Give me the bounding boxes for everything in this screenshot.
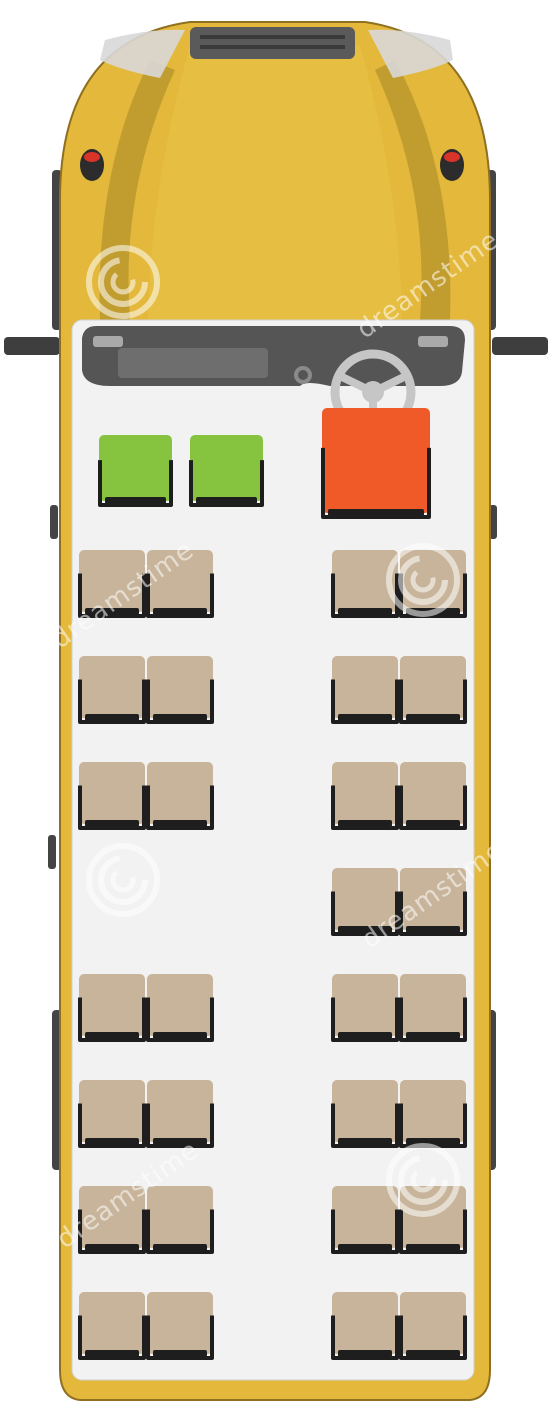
front-passenger-seats: [98, 435, 264, 507]
passenger-seat: [331, 762, 399, 830]
passenger-seat: [78, 1080, 146, 1148]
hood-shading-right: [375, 60, 451, 320]
watermark-layer: [86, 245, 460, 1217]
passenger-seat: [78, 656, 146, 724]
watermark-spiral-icon: [86, 245, 160, 319]
passenger-seat: [78, 762, 146, 830]
left-double-seat: [78, 1292, 214, 1360]
passenger-seat: [146, 762, 214, 830]
right-double-seat: [331, 868, 467, 936]
front-left-light: [100, 29, 185, 78]
left-double-seat: [78, 1186, 214, 1254]
left-door-handle-2: [48, 835, 56, 869]
right-double-seat: [331, 762, 467, 830]
front-vent: [190, 27, 355, 59]
front-vent-slot-2: [200, 45, 345, 49]
driver-seat-cushion: [321, 408, 431, 519]
passenger-seat: [146, 550, 214, 618]
passenger-seat: [399, 1292, 467, 1360]
left-double-seat: [78, 762, 214, 830]
passenger-seat: [146, 1292, 214, 1360]
passenger-seat: [331, 1186, 399, 1254]
passenger-seat: [331, 868, 399, 936]
right-mirror: [492, 337, 548, 355]
hood-shading-left: [99, 60, 175, 320]
passenger-seat: [146, 1080, 214, 1148]
front-vent-slot-1: [200, 35, 345, 39]
left-double-seat: [78, 1080, 214, 1148]
front-right-light: [368, 29, 453, 78]
passenger-seat: [331, 1080, 399, 1148]
passenger-seat: [146, 656, 214, 724]
passenger-seat: [331, 1292, 399, 1360]
dash-panel-left: [93, 336, 123, 347]
passenger-seat: [146, 1186, 214, 1254]
passenger-seat: [331, 656, 399, 724]
passenger-seat: [146, 974, 214, 1042]
dash-panel-right: [418, 336, 448, 347]
passenger-seat: [78, 974, 146, 1042]
left-double-seat: [78, 550, 214, 618]
passenger-seat: [399, 974, 467, 1042]
left-door-handle-1: [50, 505, 58, 539]
passenger-seat: [78, 550, 146, 618]
passenger-seat: [331, 974, 399, 1042]
steering-wheel-icon: [330, 349, 416, 435]
passenger-seat: [399, 868, 467, 936]
passenger-seat: [331, 550, 399, 618]
left-double-seat: [78, 656, 214, 724]
front-seat: [98, 435, 173, 507]
watermark-spiral-icon: [86, 843, 160, 917]
passenger-seat: [399, 1080, 467, 1148]
left-double-seat: [78, 974, 214, 1042]
hood-center: [148, 45, 402, 320]
passenger-seat: [78, 1186, 146, 1254]
left-indicator: [80, 149, 104, 181]
passenger-seat: [399, 656, 467, 724]
right-double-seat: [331, 656, 467, 724]
right-double-seat: [331, 1292, 467, 1360]
left-mirror: [4, 337, 60, 355]
watermark-spiral-icon: [386, 1143, 460, 1217]
right-indicator: [440, 149, 464, 181]
watermark-spiral-icon: [386, 543, 460, 617]
passenger-seat: [399, 762, 467, 830]
dash-display: [118, 348, 268, 378]
right-double-seat: [331, 974, 467, 1042]
passenger-seat: [78, 1292, 146, 1360]
front-seat: [189, 435, 264, 507]
driver-seat: [321, 408, 431, 519]
